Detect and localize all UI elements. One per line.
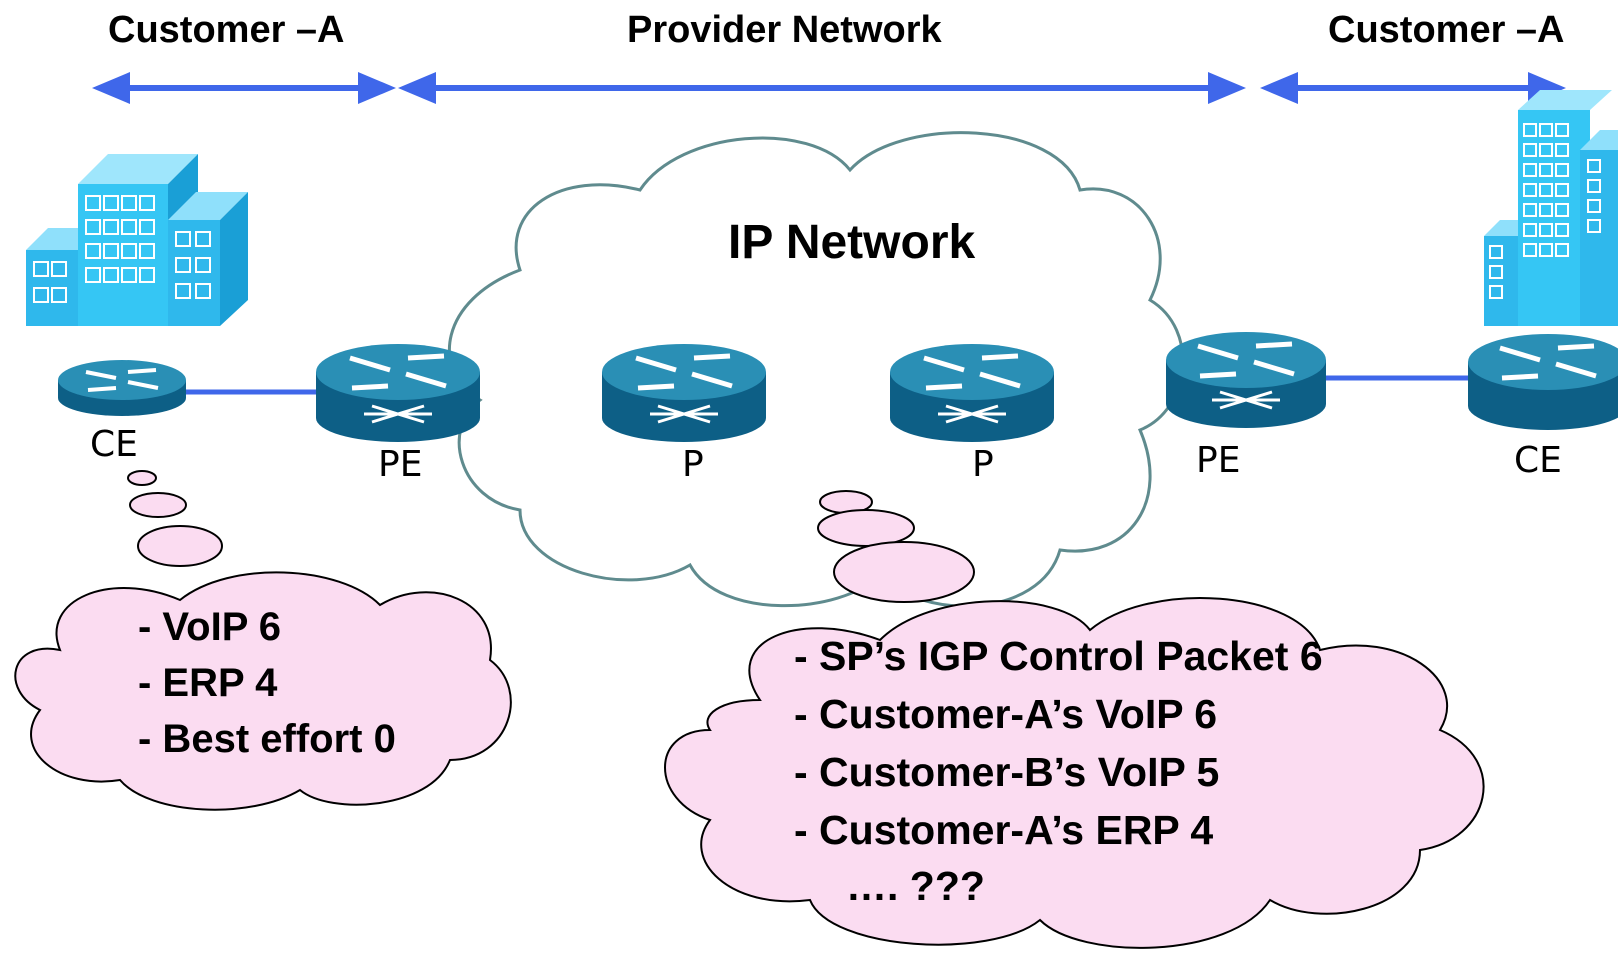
building-left-icon (26, 154, 248, 326)
provider-bubble-line-5: …. ??? (846, 863, 985, 909)
provider-bubble-line-4: - Customer-A’s ERP 4 (794, 807, 1213, 853)
span-arrow-customer-right (1260, 72, 1566, 104)
provider-bubble-line-3: - Customer-B’s VoIP 5 (794, 749, 1219, 795)
span-arrow-provider (398, 72, 1246, 104)
building-right-icon (1484, 90, 1618, 326)
provider-bubble-line-2: - Customer-A’s VoIP 6 (794, 691, 1217, 737)
router-ce-right-icon (1468, 334, 1618, 430)
provider-thought-cloud (664, 597, 1485, 949)
ip-network-cloud (447, 131, 1185, 608)
router-pe-left-icon (316, 344, 480, 442)
provider-bubble-line-1: - SP’s IGP Control Packet 6 (794, 633, 1323, 679)
customer-bubble-line-3: - Best effort 0 (138, 717, 396, 761)
header-provider-network: Provider Network (627, 9, 943, 51)
ip-network-title: IP Network (728, 216, 976, 269)
thought-trail-left (127, 470, 223, 567)
router-p2-icon (890, 344, 1054, 442)
router-ce-left-icon (58, 360, 186, 416)
label-pe-right: PE (1196, 440, 1240, 481)
customer-thought-cloud (14, 571, 512, 811)
header-customer-right: Customer –A (1328, 9, 1565, 51)
customer-bubble-line-2: - ERP 4 (138, 661, 278, 705)
span-arrow-customer-left (92, 72, 396, 104)
router-pe-right-icon (1166, 332, 1326, 428)
label-p1: P (682, 444, 704, 485)
label-p2: P (972, 444, 994, 485)
label-ce-right: CE (1514, 440, 1562, 481)
customer-bubble-line-1: - VoIP 6 (138, 605, 281, 649)
label-ce-left: CE (90, 424, 138, 465)
header-customer-left: Customer –A (108, 9, 345, 51)
router-p1-icon (602, 344, 766, 442)
label-pe-left: PE (378, 444, 422, 485)
thought-trail-right (817, 490, 975, 603)
